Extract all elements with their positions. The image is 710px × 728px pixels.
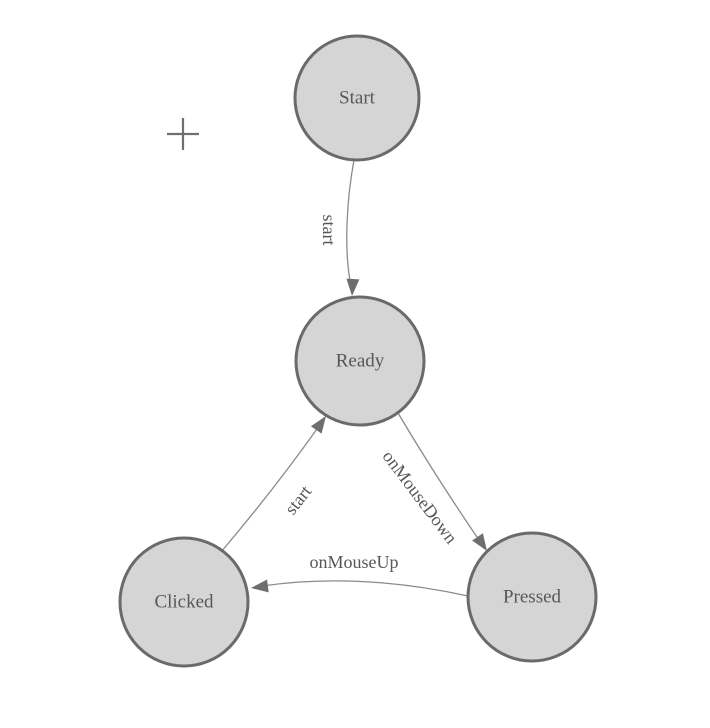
edge-start-to-ready-line[interactable] [346, 159, 355, 282]
arrowhead-icon [346, 278, 360, 296]
edge-start-to-ready[interactable]: start [319, 159, 360, 296]
state-node-ready-circle[interactable] [294, 295, 426, 427]
edge-pressed-to-clicked-line[interactable] [261, 580, 469, 597]
arrowhead-icon [251, 579, 269, 593]
edge-label-start: start [319, 215, 339, 246]
edge-label-start-2: start [281, 482, 316, 519]
edge-clicked-to-ready[interactable]: start [220, 412, 331, 553]
edge-ready-to-pressed-line[interactable] [397, 412, 480, 541]
edge-label-onmouseup: onMouseUp [310, 552, 399, 572]
state-node-clicked[interactable]: Clicked [118, 536, 250, 668]
state-node-ready[interactable]: Ready [294, 295, 426, 427]
state-node-pressed[interactable]: Pressed [466, 531, 598, 663]
arrowhead-icon [472, 533, 487, 551]
edge-label-onmousedown: onMouseDown [379, 447, 462, 548]
state-node-start-circle[interactable] [293, 34, 421, 162]
state-node-start[interactable]: Start [293, 34, 421, 162]
edge-pressed-to-clicked[interactable]: onMouseUp [250, 552, 469, 597]
edge-clicked-to-ready-line[interactable] [220, 428, 318, 553]
plus-crosshair-cursor-icon [167, 118, 199, 150]
state-node-clicked-circle[interactable] [118, 536, 250, 668]
edge-ready-to-pressed[interactable]: onMouseDown [379, 412, 493, 555]
state-node-pressed-circle[interactable] [466, 531, 598, 663]
arrowhead-icon [310, 416, 326, 434]
